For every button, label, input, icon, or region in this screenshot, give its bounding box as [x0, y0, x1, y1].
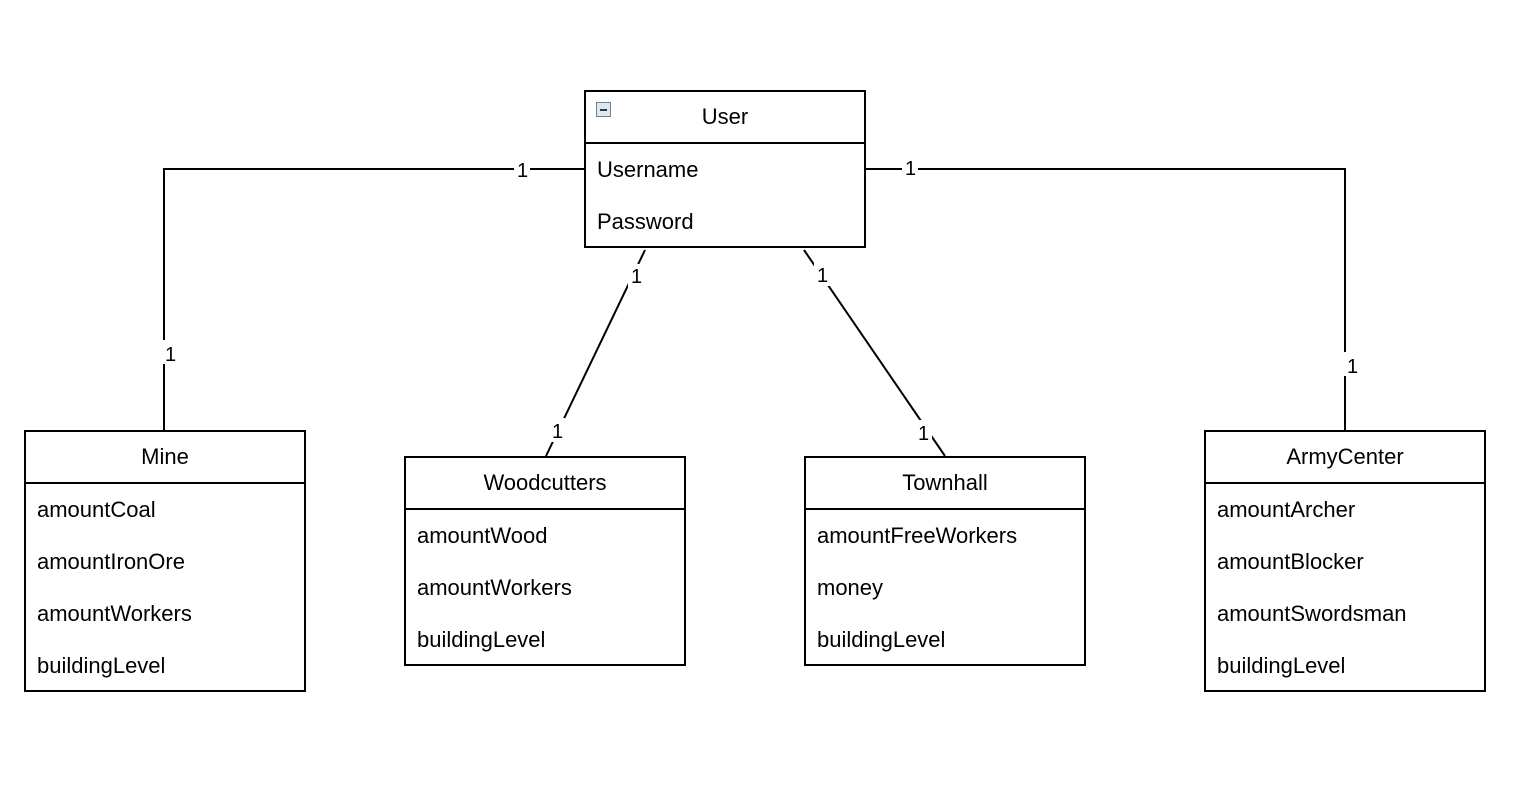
class-woodcutters[interactable]: Woodcutters amountWood amountWorkers bui…: [404, 456, 686, 666]
mult-user-mine-mine: 1: [165, 344, 176, 366]
association-user-mine: [163, 168, 584, 430]
attribute-building-level: buildingLevel: [37, 653, 166, 678]
attribute-amount-workers: amountWorkers: [417, 575, 572, 600]
class-mine[interactable]: Mine amountCoal amountIronOre amountWork…: [24, 430, 306, 692]
attribute-amount-wood: amountWood: [417, 523, 548, 548]
attribute-amount-swordsman: amountSwordsman: [1217, 601, 1407, 626]
class-mine-name: Mine: [141, 444, 189, 469]
class-woodcutters-header: Woodcutters: [406, 458, 684, 510]
attribute-username: Username: [597, 157, 699, 182]
attribute-building-level: buildingLevel: [417, 627, 546, 652]
attribute-amount-coal: amountCoal: [37, 497, 156, 522]
class-townhall-header: Townhall: [806, 458, 1084, 510]
mult-user-townhall-user: 1: [817, 265, 828, 287]
attribute-building-level: buildingLevel: [817, 627, 946, 652]
attribute-money: money: [817, 575, 884, 600]
class-armycenter-name: ArmyCenter: [1286, 444, 1404, 469]
attribute-amount-archer: amountArcher: [1217, 497, 1356, 522]
class-woodcutters-name: Woodcutters: [483, 470, 607, 495]
attribute-amount-iron-ore: amountIronOre: [37, 549, 185, 574]
class-user-name: User: [701, 104, 749, 129]
class-armycenter[interactable]: ArmyCenter amountArcher amountBlocker am…: [1204, 430, 1486, 692]
attribute-password: Password: [597, 209, 694, 234]
mult-user-armycenter-armycenter: 1: [1347, 356, 1358, 378]
class-user[interactable]: User Username Password: [584, 90, 866, 248]
mult-user-woodcutters-user: 1: [631, 266, 642, 288]
attribute-amount-blocker: amountBlocker: [1217, 549, 1364, 574]
class-townhall-name: Townhall: [902, 470, 988, 495]
attribute-building-level: buildingLevel: [1217, 653, 1346, 678]
mult-user-armycenter-user: 1: [905, 158, 916, 180]
class-armycenter-header: ArmyCenter: [1206, 432, 1484, 484]
association-user-armycenter: [866, 168, 1346, 430]
attribute-amount-free-workers: amountFreeWorkers: [817, 523, 1018, 548]
mult-user-townhall-townhall: 1: [918, 423, 929, 445]
mult-user-mine-user: 1: [517, 160, 528, 182]
class-townhall[interactable]: Townhall amountFreeWorkers money buildin…: [804, 456, 1086, 666]
class-user-header: User: [586, 92, 864, 144]
mult-user-woodcutters-woodcutters: 1: [552, 421, 563, 443]
class-mine-header: Mine: [26, 432, 304, 484]
attribute-amount-workers: amountWorkers: [37, 601, 192, 626]
collapse-icon[interactable]: [596, 102, 611, 117]
